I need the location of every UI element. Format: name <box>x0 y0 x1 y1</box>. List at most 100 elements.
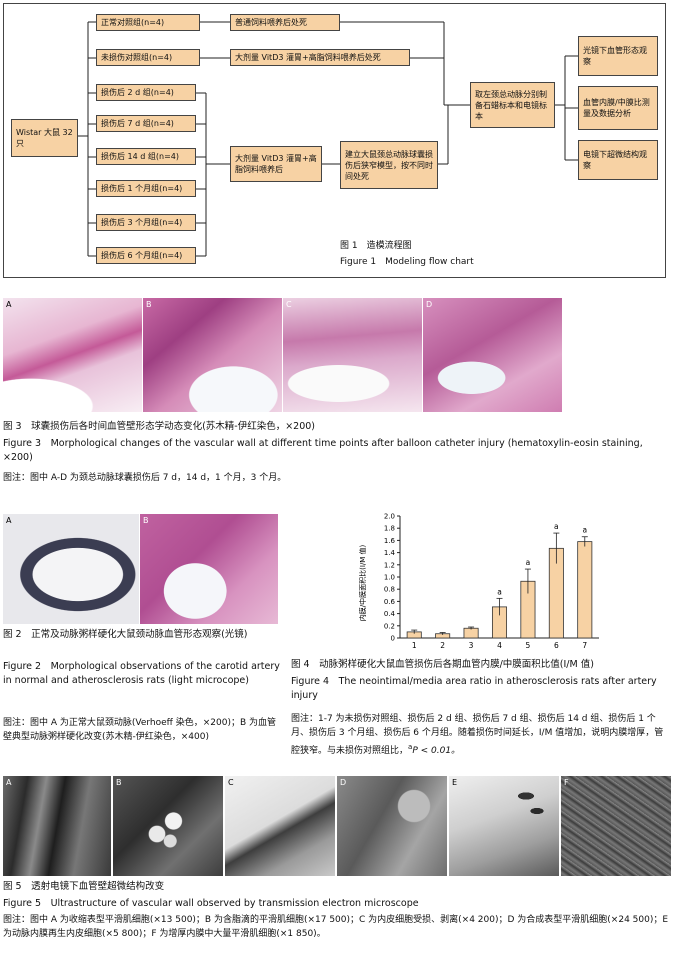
significance-label: a <box>582 526 587 535</box>
feed-vitd-dead-label: 大剂量 VitD3 灌胃+高脂饲料喂养后处死 <box>235 53 381 62</box>
output-label: 血管内膜/中膜比测量及数据分析 <box>583 98 650 118</box>
group-box-14d: 损伤后 14 d 组(n=4) <box>96 148 196 165</box>
x-tick-label: 7 <box>582 641 587 650</box>
group-label: 损伤后 7 d 组(n=4) <box>101 119 174 128</box>
group-label: 未损伤对照组(n=4) <box>101 53 173 62</box>
group-box-3m: 损伤后 3 个月组(n=4) <box>96 214 196 231</box>
group-box-uninjured: 未损伤对照组(n=4) <box>96 49 200 66</box>
group-box-6m: 损伤后 6 个月组(n=4) <box>96 247 196 264</box>
figure3-note: 图注：图中 A-D 为颈总动脉球囊损伤后 7 d，14 d，1 个月，3 个月。 <box>3 473 287 483</box>
feed-normal-box: 普通饲料喂养后处死 <box>230 14 340 31</box>
figure4-note-sup: a <box>408 743 413 751</box>
sample-label: 取左颈总动脉分别制备石蜡标本和电镜标本 <box>475 89 547 121</box>
x-tick-label: 4 <box>497 641 502 650</box>
feed-vitd-box: 大剂量 VitD3 灌胃+高脂饲料喂养后 <box>230 146 322 182</box>
figure4-caption-en: Figure 4 The neointimal/media area ratio… <box>291 676 657 701</box>
group-label: 损伤后 6 个月组(n=4) <box>101 251 183 260</box>
panel-label: A <box>6 778 12 787</box>
fig4-chart-svg: 内膜/中膜面积比(I/M 值) 00.20.40.60.81.01.21.41.… <box>358 513 599 650</box>
feed-vitd-dead-box: 大剂量 VitD3 灌胃+高脂饲料喂养后处死 <box>230 49 410 66</box>
fig3-panel-b: B <box>143 298 282 412</box>
group-label: 损伤后 1 个月组(n=4) <box>101 184 183 193</box>
y-tick-label: 0 <box>391 635 395 643</box>
fig2-panel-a: A <box>3 514 139 624</box>
fig3-panel-d: D <box>423 298 562 412</box>
y-tick-label: 1.6 <box>384 537 396 545</box>
rats-start-label: Wistar 大鼠 32 只 <box>16 128 73 148</box>
output-label: 光镜下血管形态观察 <box>583 46 647 66</box>
x-tick-label: 5 <box>526 641 531 650</box>
figure5-note: 图注：图中 A 为收缩表型平滑肌细胞(×13 500)；B 为含脂滴的平滑肌细胞… <box>3 915 669 939</box>
group-box-1m: 损伤后 1 个月组(n=4) <box>96 180 196 197</box>
flowchart-connectors <box>78 21 578 257</box>
fig3-panel-a: A <box>3 298 142 412</box>
panel-label: C <box>286 300 292 309</box>
figure1-caption-cn: 图 1 造模流程图 <box>340 241 412 251</box>
figure4-note: 图注：1-7 为未损伤对照组、损伤后 2 d 组、损伤后 7 d 组、损伤后 1… <box>291 712 669 758</box>
group-box-7d: 损伤后 7 d 组(n=4) <box>96 115 196 132</box>
fig2-panel-b: B <box>140 514 278 624</box>
group-label: 损伤后 14 d 组(n=4) <box>101 152 179 161</box>
panel-label: D <box>340 778 347 787</box>
x-tick-label: 2 <box>440 641 445 650</box>
model-box: 建立大鼠颈总动脉球囊损伤后狭窄模型，按不同时间处死 <box>340 141 438 189</box>
figure5-caption-en: Figure 5 Ultrastructure of vascular wall… <box>3 898 419 909</box>
feed-normal-label: 普通饲料喂养后处死 <box>235 18 307 27</box>
panel-label: A <box>6 516 12 525</box>
fig3-panel-c: C <box>283 298 422 412</box>
y-tick-label: 1.0 <box>384 574 395 582</box>
model-label: 建立大鼠颈总动脉球囊损伤后狭窄模型，按不同时间处死 <box>345 149 433 181</box>
group-label: 正常对照组(n=4) <box>101 18 165 27</box>
output-box-em: 电镜下超微结构观察 <box>578 140 658 180</box>
bar <box>577 541 593 639</box>
panel-label: B <box>146 300 152 309</box>
fig5-panel-f: F <box>561 776 671 876</box>
fig5-panel-c: C <box>225 776 335 876</box>
figure4-note-tail: P < 0.01。 <box>412 746 461 756</box>
panel-label: D <box>426 300 433 309</box>
x-tick-label: 3 <box>469 641 474 650</box>
fig5-panel-b: B <box>113 776 223 876</box>
figure2-caption-cn: 图 2 正常及动脉粥样硬化大鼠颈动脉血管形态观察(光镜) <box>3 629 248 640</box>
x-tick-label: 1 <box>412 641 417 650</box>
figure1-caption-en: Figure 1 Modeling flow chart <box>340 257 474 267</box>
y-tick-label: 1.4 <box>384 549 396 557</box>
y-tick-label: 0.6 <box>384 598 396 606</box>
y-tick-label: 1.2 <box>384 561 395 569</box>
y-tick-label: 0.4 <box>384 610 396 618</box>
panel-label: A <box>6 300 12 309</box>
figure4-caption-cn: 图 4 动脉粥样硬化大鼠血管损伤后各期血管内膜/中膜面积比值(I/M 值) <box>291 659 594 670</box>
bar <box>463 627 479 639</box>
fig5-panel-a: A <box>3 776 111 876</box>
feed-vitd-label: 大剂量 VitD3 灌胃+高脂饲料喂养后 <box>235 154 317 174</box>
panel-label: B <box>116 778 122 787</box>
sample-box: 取左颈总动脉分别制备石蜡标本和电镜标本 <box>470 82 555 128</box>
flowchart-frame <box>3 3 666 278</box>
y-tick-label: 0.2 <box>384 622 395 630</box>
significance-label: a <box>497 587 502 596</box>
panel-label: E <box>452 778 458 787</box>
fig5-panel-d: D <box>337 776 447 876</box>
group-box-normal: 正常对照组(n=4) <box>96 14 200 31</box>
fig5-panel-e: E <box>449 776 559 876</box>
figure2-caption-en: Figure 2 Morphological observations of t… <box>3 661 280 686</box>
y-tick-label: 1.8 <box>384 525 395 533</box>
significance-label: a <box>526 558 531 567</box>
output-label: 电镜下超微结构观察 <box>583 150 647 170</box>
group-box-2d: 损伤后 2 d 组(n=4) <box>96 84 196 101</box>
x-tick-label: 6 <box>554 641 559 650</box>
panel-label: F <box>564 778 569 787</box>
figure5-caption-cn: 图 5 透射电镜下血管壁超微结构改变 <box>3 881 165 892</box>
figure4-note-text: 图注：1-7 为未损伤对照组、损伤后 2 d 组、损伤后 7 d 组、损伤后 1… <box>291 714 664 756</box>
group-label: 损伤后 3 个月组(n=4) <box>101 218 183 227</box>
panel-label: B <box>143 516 149 525</box>
group-label: 损伤后 2 d 组(n=4) <box>101 88 174 97</box>
figure2-note: 图注：图中 A 为正常大鼠颈动脉(Verhoeff 染色，×200)；B 为血管… <box>3 718 277 742</box>
significance-label: a <box>554 522 559 531</box>
y-tick-label: 0.8 <box>384 586 395 594</box>
rats-start-box: Wistar 大鼠 32 只 <box>11 119 78 157</box>
panel-label: C <box>228 778 234 787</box>
figure3-caption-cn: 图 3 球囊损伤后各时间血管壁形态学动态变化(苏木精-伊红染色，×200) <box>3 421 315 432</box>
y-tick-label: 2.0 <box>384 513 395 521</box>
